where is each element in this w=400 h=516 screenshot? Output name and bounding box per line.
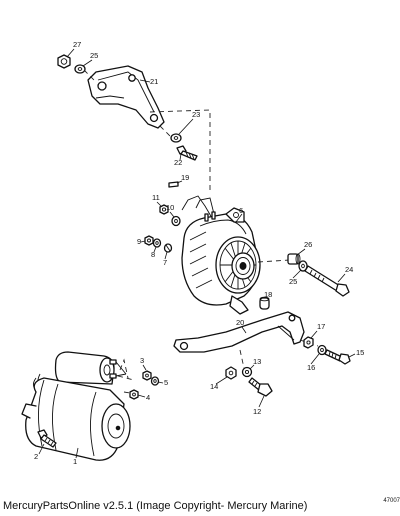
callout-23: 23 [192,110,200,119]
part-4-nut[interactable] [129,389,139,400]
part-6-alternator[interactable] [181,207,261,315]
part-25-washer[interactable] [74,64,86,74]
part-9-nut[interactable] [144,235,154,246]
callout-4: 4 [146,393,150,402]
callout-15: 15 [356,348,364,357]
part-19-pin[interactable] [168,181,179,188]
callout-9: 9 [137,237,141,246]
part-12-bolt[interactable] [248,377,273,397]
part-16-washer[interactable] [317,344,327,356]
callout-20: 20 [236,318,244,327]
part-14-nut[interactable] [225,366,237,380]
part-17-nut[interactable] [303,336,314,349]
callout-25-upper: 25 [90,51,98,60]
part-7-lockwasher[interactable] [163,243,173,253]
callout-7: 7 [163,258,167,267]
part-3-nut[interactable] [142,370,152,381]
callout-10: 10 [166,203,174,212]
callout-6: 6 [239,206,243,215]
part-5-washer[interactable] [150,376,160,386]
callout-5: 5 [164,378,168,387]
part-11-nut[interactable] [159,204,169,215]
callout-19: 19 [181,173,189,182]
callout-1: 1 [73,457,77,466]
part-1-starter-motor[interactable] [21,351,131,461]
callout-11: 11 [152,193,160,202]
callout-25-lower: 25 [289,277,297,286]
callout-2: 2 [34,452,38,461]
part-10-washer[interactable] [171,215,181,227]
part-18-sleeve[interactable] [259,296,270,310]
callout-3: 3 [140,356,144,365]
callout-8: 8 [151,250,155,259]
callout-27: 27 [73,40,81,49]
callout-16: 16 [307,363,315,372]
callout-12: 12 [253,407,261,416]
part-2-bolt[interactable] [37,429,57,448]
part-21-bracket[interactable] [87,65,165,129]
callout-21: 21 [150,77,158,86]
callout-22: 22 [174,158,182,167]
part-23-washer[interactable] [170,133,182,143]
part-22-bolt[interactable] [176,145,198,161]
part-24-bolt[interactable] [304,265,350,297]
part-8-washer[interactable] [152,238,162,248]
callout-26: 26 [304,240,312,249]
callout-17: 17 [317,322,325,331]
part-20-brace[interactable] [173,311,305,353]
part-25-washer-right[interactable] [298,260,308,272]
callout-14: 14 [210,382,218,391]
part-13-washer[interactable] [241,366,253,378]
callout-18: 18 [264,290,272,299]
part-27-nut[interactable] [57,54,71,69]
drawing-number: 47007 [383,498,400,504]
copyright-caption: MercuryPartsOnline v2.5.1 (Image Copyrig… [3,500,308,512]
callout-24: 24 [345,265,353,274]
callout-13: 13 [253,357,261,366]
part-15-bolt[interactable] [324,349,351,365]
part-26-spacer[interactable] [287,253,301,265]
